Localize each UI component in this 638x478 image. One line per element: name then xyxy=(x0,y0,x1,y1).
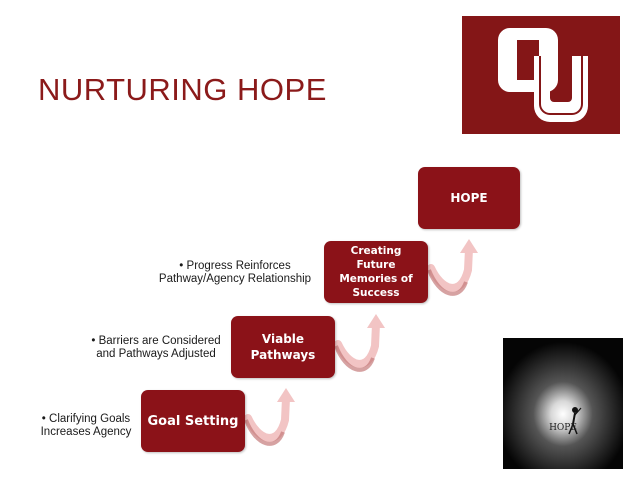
bullet-barriers-considered: • Barriers are Considered and Pathways A… xyxy=(91,335,221,360)
photo-caption: HOPE xyxy=(549,423,577,433)
step-hope: HOPE xyxy=(418,167,520,229)
step-creating-future-memories: Creating Future Memories of Success xyxy=(324,241,428,303)
bullet-clarifying-goals: • Clarifying Goals Increases Agency xyxy=(40,413,132,438)
curved-arrow-icon-3 xyxy=(427,239,478,296)
step-goal-setting: Goal Setting xyxy=(141,390,245,452)
bullet-progress-reinforces: • Progress Reinforces Pathway/Agency Rel… xyxy=(158,260,312,285)
tunnel-light-icon: HOPE xyxy=(503,338,623,469)
slide-title: NURTURING HOPE xyxy=(38,72,327,107)
curved-arrow-icon-1 xyxy=(244,388,295,446)
curved-arrow-icon-2 xyxy=(334,314,385,372)
step-label: Creating Future Memories of Success xyxy=(339,245,413,299)
step-viable-pathways: Viable Pathways xyxy=(231,316,335,378)
step-label: HOPE xyxy=(450,191,488,205)
ou-logo xyxy=(462,16,620,134)
ou-logo-icon xyxy=(462,16,620,134)
tunnel-light-image: HOPE xyxy=(503,338,623,469)
step-label: Goal Setting xyxy=(147,413,239,429)
step-label: Viable Pathways xyxy=(250,332,316,362)
